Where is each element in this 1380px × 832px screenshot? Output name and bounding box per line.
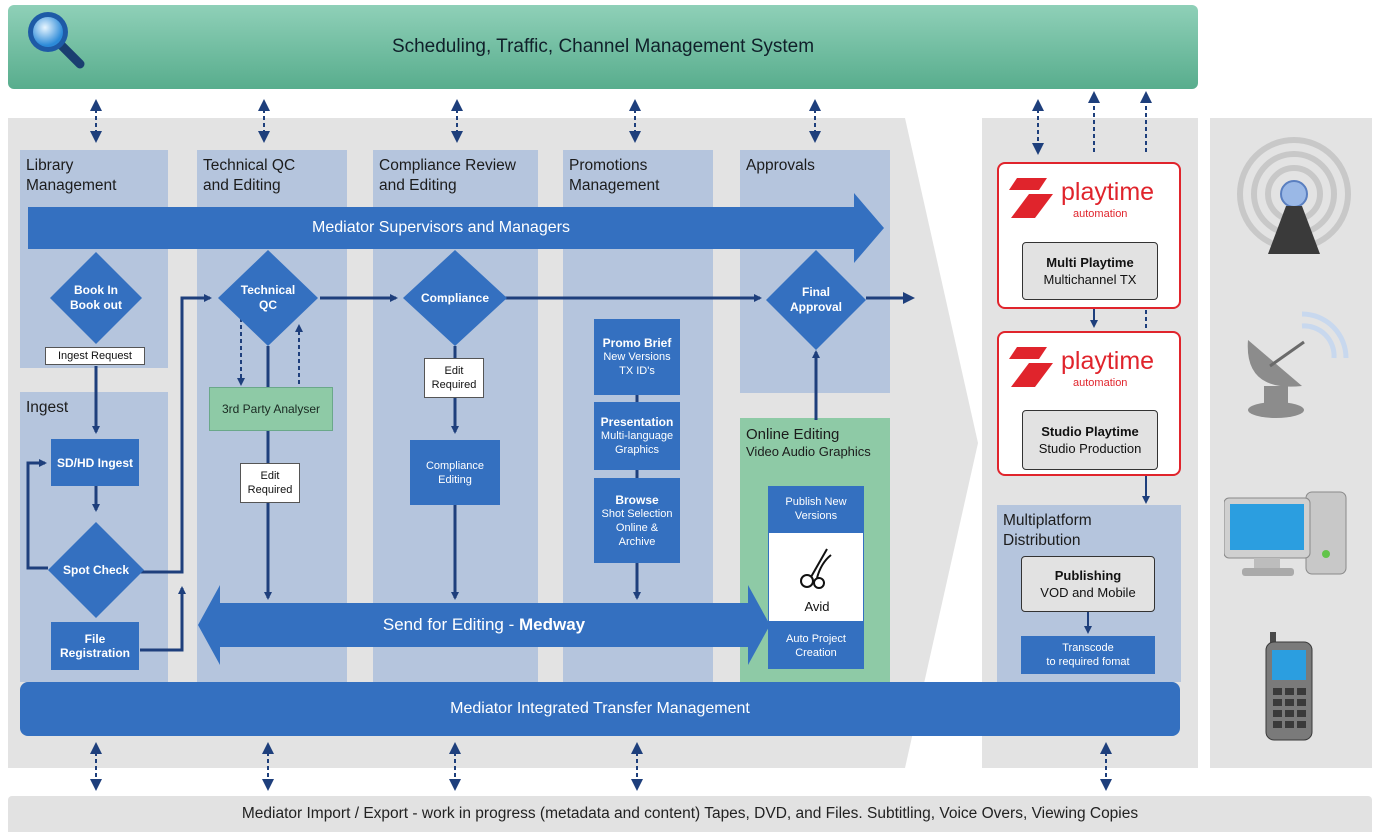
compliance-decision[interactable]: Compliance [403,250,507,346]
top-bar-title: Scheduling, Traffic, Channel Management … [391,36,815,57]
bottom-bar-text: Mediator Import / Export - work in progr… [241,805,1139,822]
sdhd-ingest-box[interactable]: SD/HD Ingest [51,439,139,486]
transfer-management-band[interactable]: Mediator Integrated Transfer Management [20,682,1180,736]
third-party-analyser-box[interactable]: 3rd Party Analyser [209,387,333,431]
spot-check-decision[interactable]: Spot Check [48,522,144,618]
satellite-dish-icon [1240,310,1350,420]
desktop-computer-icon [1224,488,1352,580]
bottom-bar: Mediator Import / Export - work in progr… [8,796,1372,832]
send-for-editing-band[interactable]: Send for Editing - Medway [198,585,770,665]
playtime-logo-icon [1007,178,1055,218]
ingest-request-label: Ingest Request [45,347,145,365]
avid-box[interactable]: Avid [768,532,864,622]
antenna-icon [1234,132,1354,262]
search-icon[interactable] [24,8,86,70]
playtime-logo-icon [1007,347,1055,387]
scissors-icon [797,545,837,591]
top-bar: Scheduling, Traffic, Channel Management … [8,5,1198,89]
supervisors-band[interactable]: Mediator Supervisors and Managers [28,193,884,263]
mobile-phone-icon [1264,632,1314,742]
